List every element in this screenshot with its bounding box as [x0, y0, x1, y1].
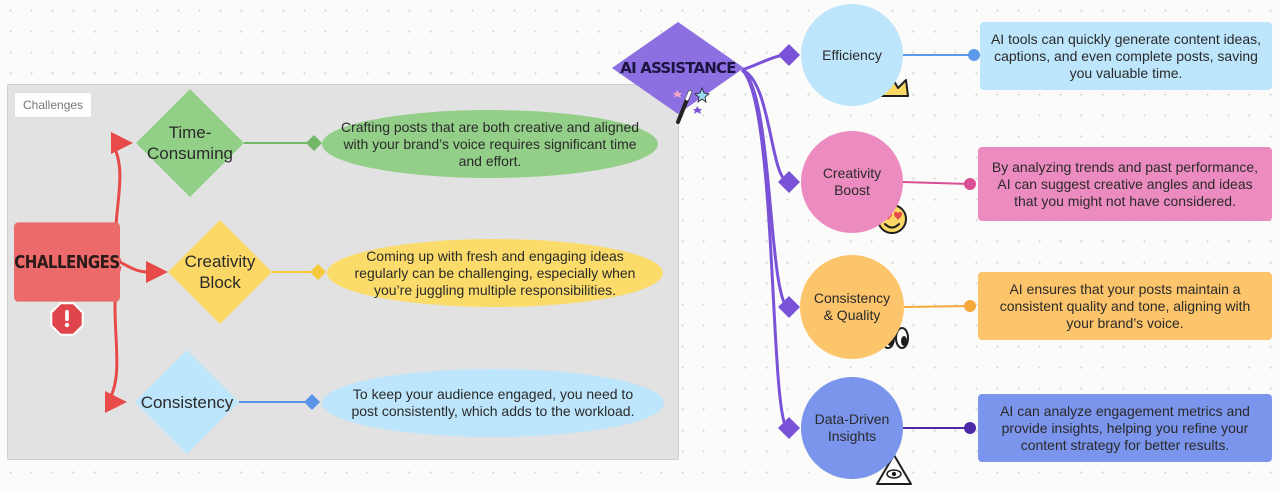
- title-line: Creativity: [822, 165, 882, 181]
- challenge-desc-oval-1[interactable]: Coming up with fresh and engaging ideas …: [327, 239, 663, 307]
- ai-circle-2[interactable]: Consistency& Quality: [800, 255, 904, 359]
- title-line: Consistency: [813, 290, 891, 306]
- ai-assistance-diamond: [612, 22, 744, 114]
- pyramid-eye: [886, 469, 902, 479]
- ai-connector-1: [902, 181, 971, 185]
- challenge-desc-oval-0[interactable]: Crafting posts that are both creative an…: [322, 110, 658, 178]
- connectors: [106, 53, 974, 429]
- ai-branch-diamond-marker: [778, 44, 800, 66]
- ai-desc-box-2[interactable]: AI ensures that your posts maintain a co…: [978, 272, 1272, 340]
- challenge-title-2[interactable]: Consistency: [127, 372, 247, 432]
- title-line: Efficiency: [822, 46, 882, 63]
- title-line: Insights: [827, 428, 877, 444]
- title-line: Consistency: [140, 392, 234, 412]
- magic-wand-icon: [673, 86, 710, 124]
- frame-label[interactable]: Challenges: [14, 92, 93, 118]
- pupil-right: [901, 336, 907, 346]
- ai-desc-box-1[interactable]: By analyzing trends and past performance…: [978, 147, 1272, 221]
- challenge-diamond-0: [136, 89, 244, 197]
- warning-icon: [50, 302, 84, 336]
- wand-tip: [685, 90, 692, 101]
- ai-branch-diamond-marker: [778, 171, 800, 193]
- warning-dot: [64, 322, 70, 328]
- title-line: & Quality: [823, 307, 881, 323]
- challenge-desc-oval-2[interactable]: To keep your audience engaged, you need …: [322, 369, 664, 437]
- ai-desc-box-0[interactable]: AI tools can quickly generate content id…: [980, 22, 1272, 90]
- title-line: Block: [199, 273, 241, 292]
- pyramid-pupil: [891, 471, 897, 477]
- heart-eye-right: [894, 211, 902, 220]
- ai-circle-0[interactable]: Efficiency: [801, 4, 903, 106]
- red-curve-1: [119, 260, 149, 274]
- connector-dot: [964, 422, 976, 434]
- eye-pyramid-icon: [876, 454, 912, 485]
- wand-star: [694, 86, 710, 103]
- ai-curve-0: [741, 53, 787, 72]
- ai-curve-3: [740, 68, 788, 428]
- connector-diamond-marker: [304, 394, 320, 410]
- ai-branch-diamond-marker: [778, 296, 800, 318]
- challenge-diamond-2: [135, 350, 239, 454]
- red-arrowhead-2: [105, 391, 127, 413]
- connector-diamond-marker: [306, 135, 322, 151]
- wand-sparkle: [673, 90, 682, 98]
- title-line: Creativity: [184, 252, 256, 271]
- ai-assistance-title[interactable]: AI ASSISTANCE: [620, 59, 736, 77]
- connector-dot: [964, 178, 976, 190]
- red-arrowhead-1: [146, 261, 168, 283]
- title-line: Consuming: [147, 144, 233, 163]
- warning-bar: [65, 310, 69, 321]
- ai-branch-diamond-marker: [778, 417, 800, 439]
- title-line: Time-: [168, 123, 212, 142]
- connector-dot: [968, 49, 980, 61]
- shapes: [105, 22, 980, 454]
- ai-connector-2: [903, 305, 971, 308]
- title-line: Boost: [834, 182, 870, 198]
- wand-sparkle: [693, 106, 702, 114]
- ai-curve-1: [741, 68, 788, 183]
- connector-dot: [964, 300, 976, 312]
- red-arrowhead-0: [111, 132, 133, 154]
- title-line: Data-Driven: [814, 411, 890, 427]
- connector-diamond-marker: [310, 264, 326, 280]
- challenges-node[interactable]: CHALLENGES: [14, 222, 120, 302]
- challenge-diamond-1: [168, 220, 272, 324]
- smile-mouth: [884, 223, 900, 229]
- challenge-title-0[interactable]: Time- Consuming: [130, 113, 250, 173]
- ai-desc-box-3[interactable]: AI can analyze engagement metrics and pr…: [978, 394, 1272, 462]
